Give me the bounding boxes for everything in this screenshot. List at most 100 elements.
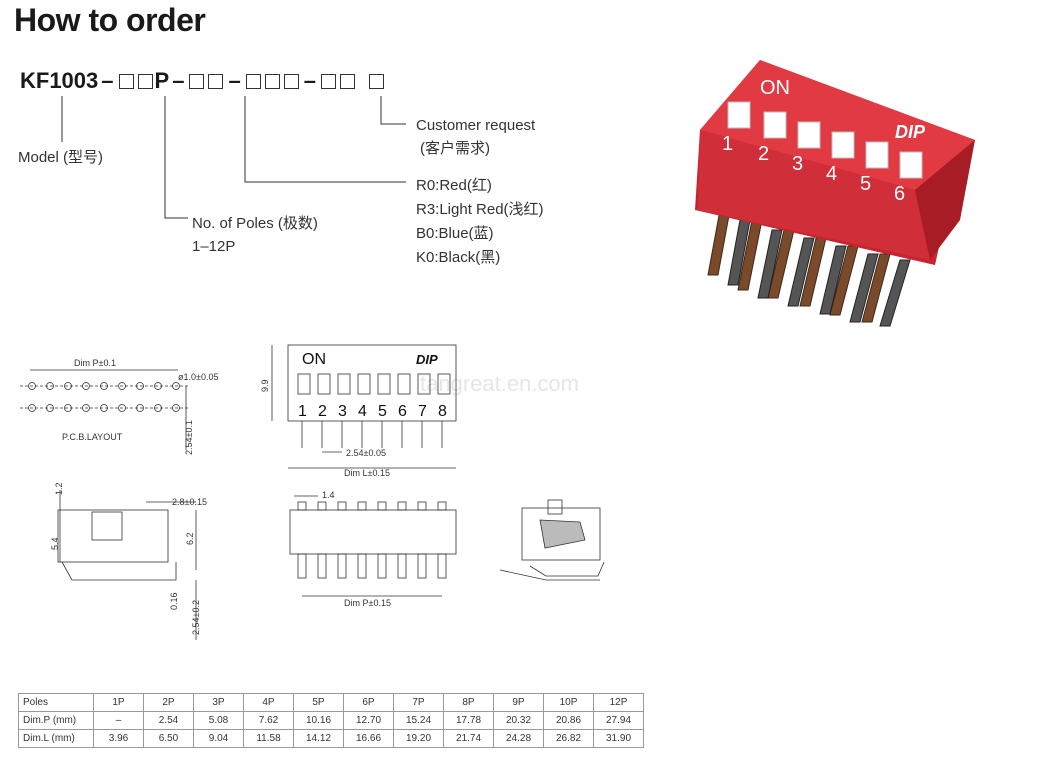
- pcb-layout-label: P.C.B.LAYOUT: [62, 432, 123, 442]
- code-box: [208, 73, 224, 89]
- dip-switch-photo: ON DIP 1 2 3 4 5 6: [695, 60, 975, 327]
- photo-number: 2: [758, 143, 769, 165]
- poles-range: 1–12P: [192, 238, 236, 255]
- pcb-hole-size: ø1.0±0.05: [178, 372, 218, 382]
- code-box: [245, 73, 261, 89]
- photo-on-label: ON: [760, 77, 790, 99]
- spec-table: Poles 1P 2P 3P 4P 5P 6P 7P 8P 9P 10P 12P…: [18, 693, 644, 748]
- table-cell: Dim.L (mm): [18, 729, 94, 748]
- table-header-row: Poles 1P 2P 3P 4P 5P 6P 7P 8P 9P 10P 12P: [18, 693, 644, 712]
- front-dim-l: Dim L±0.15: [344, 468, 390, 478]
- page-title: How to order: [14, 2, 206, 38]
- side-h1: 5.4: [50, 537, 60, 550]
- front-logo-icon: DIP: [416, 352, 438, 367]
- technical-drawings: Dim P±0.1 ø1.0±0.05 P.C.B.LAYOUT 2.54±0.…: [20, 344, 605, 640]
- front-number: 3: [338, 403, 347, 420]
- side-pitch: 2.54±0.2: [191, 600, 201, 635]
- photo-number: 5: [860, 173, 871, 195]
- table-cell: 14.12: [293, 729, 344, 748]
- table-cell: 15.24: [393, 711, 444, 730]
- table-cell: 2.54: [143, 711, 194, 730]
- table-cell: 3.96: [93, 729, 144, 748]
- front-pitch: 2.54±0.05: [346, 448, 386, 458]
- bottom-pin: 1.4: [322, 490, 335, 500]
- table-cell: 20.32: [493, 711, 544, 730]
- logo-icon: DIP: [895, 122, 926, 142]
- code-box: [320, 73, 336, 89]
- side-h2: 6.2: [185, 532, 195, 545]
- color-option: B0:Blue(蓝): [416, 225, 494, 242]
- code-box: [137, 73, 153, 89]
- poles-label: No. of Poles (极数): [192, 215, 318, 232]
- side-width: 2.8±0.15: [172, 497, 207, 507]
- front-number: 7: [418, 403, 427, 420]
- customer-request-cn: (客户需求): [420, 140, 490, 157]
- table-header-cell: 9P: [493, 693, 544, 712]
- table-cell: Dim.P (mm): [18, 711, 94, 730]
- table-header-cell: 2P: [143, 693, 194, 712]
- front-number: 6: [398, 403, 407, 420]
- code-box: [339, 73, 355, 89]
- pcb-dim-p: Dim P±0.1: [74, 358, 116, 368]
- table-cell: 19.20: [393, 729, 444, 748]
- table-cell: 27.94: [593, 711, 644, 730]
- code-separator: –: [172, 68, 185, 93]
- front-number: 4: [358, 403, 367, 420]
- code-box: [283, 73, 299, 89]
- table-header-cell: Poles: [18, 693, 94, 712]
- table-cell: 9.04: [193, 729, 244, 748]
- table-row: Dim.L (mm) 3.96 6.50 9.04 11.58 14.12 16…: [18, 729, 644, 748]
- part-code: KF1003 – P – – –: [20, 68, 386, 94]
- front-number: 1: [298, 403, 307, 420]
- table-cell: 26.82: [543, 729, 594, 748]
- pcb-pitch: 2.54±0.1: [184, 420, 194, 455]
- table-header-cell: 10P: [543, 693, 594, 712]
- side-pin: 0.16: [169, 592, 179, 610]
- code-separator: –: [101, 68, 114, 93]
- table-header-cell: 12P: [593, 693, 644, 712]
- color-option: R3:Light Red(浅红): [416, 201, 544, 218]
- front-number: 8: [438, 403, 447, 420]
- bottom-dim-p: Dim P±0.15: [344, 598, 391, 608]
- model-label: Model (型号): [18, 149, 104, 166]
- code-box: [264, 73, 280, 89]
- front-height: 9.9: [260, 379, 270, 392]
- table-header-cell: 5P: [293, 693, 344, 712]
- table-cell: 16.66: [343, 729, 394, 748]
- table-row: Dim.P (mm) – 2.54 5.08 7.62 10.16 12.70 …: [18, 711, 644, 730]
- table-cell: 21.74: [443, 729, 494, 748]
- front-number: 2: [318, 403, 327, 420]
- photo-number: 4: [826, 163, 837, 185]
- table-cell: 10.16: [293, 711, 344, 730]
- table-cell: 17.78: [443, 711, 494, 730]
- table-cell: 7.62: [243, 711, 294, 730]
- front-number: 5: [378, 403, 387, 420]
- photo-number: 1: [722, 133, 733, 155]
- side-top: 1.2: [54, 482, 64, 495]
- color-option: R0:Red(红): [416, 177, 492, 194]
- code-separator: –: [228, 68, 241, 93]
- table-header-cell: 6P: [343, 693, 394, 712]
- watermark: tangreat.en.com: [420, 371, 579, 396]
- customer-request-label: Customer request: [416, 117, 536, 134]
- code-box: [368, 73, 384, 89]
- table-cell: 11.58: [243, 729, 294, 748]
- table-cell: 12.70: [343, 711, 394, 730]
- table-cell: 31.90: [593, 729, 644, 748]
- table-cell: 20.86: [543, 711, 594, 730]
- code-separator: –: [303, 68, 316, 93]
- table-header-cell: 4P: [243, 693, 294, 712]
- color-option: K0:Black(黑): [416, 249, 501, 266]
- front-on-label: ON: [302, 351, 326, 368]
- code-box: [189, 73, 205, 89]
- table-header-cell: 1P: [93, 693, 144, 712]
- photo-number: 6: [894, 183, 905, 205]
- table-cell: 6.50: [143, 729, 194, 748]
- table-header-cell: 8P: [443, 693, 494, 712]
- part-prefix: KF1003: [20, 68, 99, 93]
- photo-number: 3: [792, 153, 803, 175]
- table-cell: 5.08: [193, 711, 244, 730]
- table-header-cell: 7P: [393, 693, 444, 712]
- poles-suffix: P: [154, 68, 170, 93]
